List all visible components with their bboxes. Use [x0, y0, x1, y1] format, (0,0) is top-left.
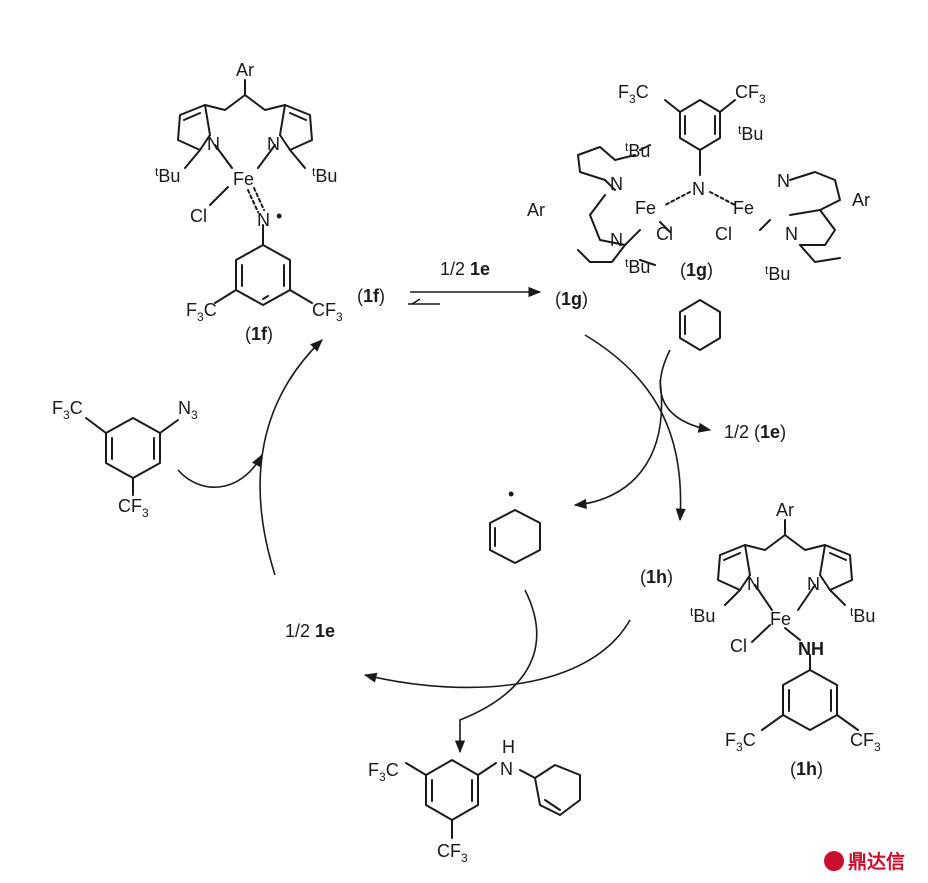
label-n-right: N — [807, 574, 820, 594]
label-cl: Cl — [190, 206, 207, 226]
label-ar: Ar — [527, 200, 545, 220]
label-tbu-left: tBu — [155, 165, 180, 186]
label-cf3: CF3 — [312, 300, 343, 324]
label-cl: Cl — [656, 224, 673, 244]
label-half-1e-top: 1/2 1e — [440, 259, 490, 279]
label-cf3: CF3 — [118, 496, 149, 520]
label-fe: Fe — [770, 609, 791, 629]
label-nh: NH — [798, 639, 824, 659]
label-f3c: F3C — [725, 730, 756, 754]
label-tbu: tBu — [765, 263, 790, 284]
label-tbu: tBu — [625, 140, 650, 161]
label-n: N — [777, 171, 790, 191]
label-ar: Ar — [236, 60, 254, 80]
tag-1h-left: (1h) — [640, 567, 673, 587]
label-fe: Fe — [733, 198, 754, 218]
watermark-text: 鼎达信 — [848, 850, 905, 873]
label-cl: Cl — [730, 636, 747, 656]
tag-1g-below-arrow: (1g) — [555, 289, 588, 309]
label-tbu: tBu — [738, 123, 763, 144]
label-f3c: F3C — [186, 300, 217, 324]
label-n-left: N — [747, 574, 760, 594]
label-n-right: N — [267, 134, 280, 154]
label-n3: N3 — [178, 398, 198, 422]
label-tbu-right: tBu — [312, 165, 337, 186]
compound-1g: F3C CF3 tBu tBu N N N Ar Fe Fe Ar Cl Cl … — [527, 82, 870, 309]
label-cf3: CF3 — [437, 841, 468, 865]
watermark-logo: 鼎达信 — [824, 850, 905, 873]
product-amine: F3C H N CF3 — [368, 737, 581, 865]
label-n: N — [500, 759, 513, 779]
label-n: N — [785, 224, 798, 244]
label-cl: Cl — [715, 224, 732, 244]
bottom-arrows — [363, 589, 631, 754]
label-fe: Fe — [635, 198, 656, 218]
label-n-bridge: N — [692, 179, 705, 199]
tag-1f-right: (1f) — [357, 286, 385, 306]
tag-1f-below: (1f) — [245, 324, 273, 344]
label-cf3: CF3 — [735, 82, 766, 106]
label-ar: Ar — [852, 190, 870, 210]
label-n-left: N — [207, 134, 220, 154]
label-half-1e-left: 1/2 1e — [285, 621, 335, 641]
label-n-imido: N — [257, 210, 270, 230]
aryl-azide-reagent: F3C N3 CF3 — [52, 398, 198, 520]
watermark-logo-icon — [824, 851, 844, 871]
label-tbu: tBu — [625, 256, 650, 277]
tag-1g-inline: (1g) — [680, 260, 713, 280]
label-ar: Ar — [776, 500, 794, 520]
tag-1h-below: (1h) — [790, 759, 823, 779]
radical-dot-icon: • — [276, 206, 282, 226]
cyclohexenyl-radical: • — [489, 484, 541, 564]
label-f3c: F3C — [618, 82, 649, 106]
equilibrium-arrows: 1/2 1e — [408, 259, 542, 305]
label-tbu-left: tBu — [690, 605, 715, 626]
radical-dot-icon: • — [508, 484, 514, 504]
compound-1f: Ar N N Fe tBu tBu Cl N • F3C CF3 (1f) (1… — [155, 60, 385, 344]
label-h: H — [502, 737, 515, 757]
left-arrows: 1/2 1e — [177, 339, 335, 641]
label-n: N — [610, 230, 623, 250]
label-f3c: F3C — [368, 760, 399, 784]
compound-1h: Ar (1h) N N tBu Fe tBu Cl NH F3C CF3 (1h… — [640, 500, 881, 779]
label-fe: Fe — [233, 169, 254, 189]
label-cf3: CF3 — [850, 730, 881, 754]
label-f3c: F3C — [52, 398, 83, 422]
right-arrows: 1/2 (1e) — [573, 334, 786, 522]
cyclohexene-reagent — [679, 299, 721, 351]
label-half-1e-right: 1/2 (1e) — [724, 422, 786, 442]
label-tbu-right: tBu — [850, 605, 875, 626]
label-n: N — [610, 174, 623, 194]
